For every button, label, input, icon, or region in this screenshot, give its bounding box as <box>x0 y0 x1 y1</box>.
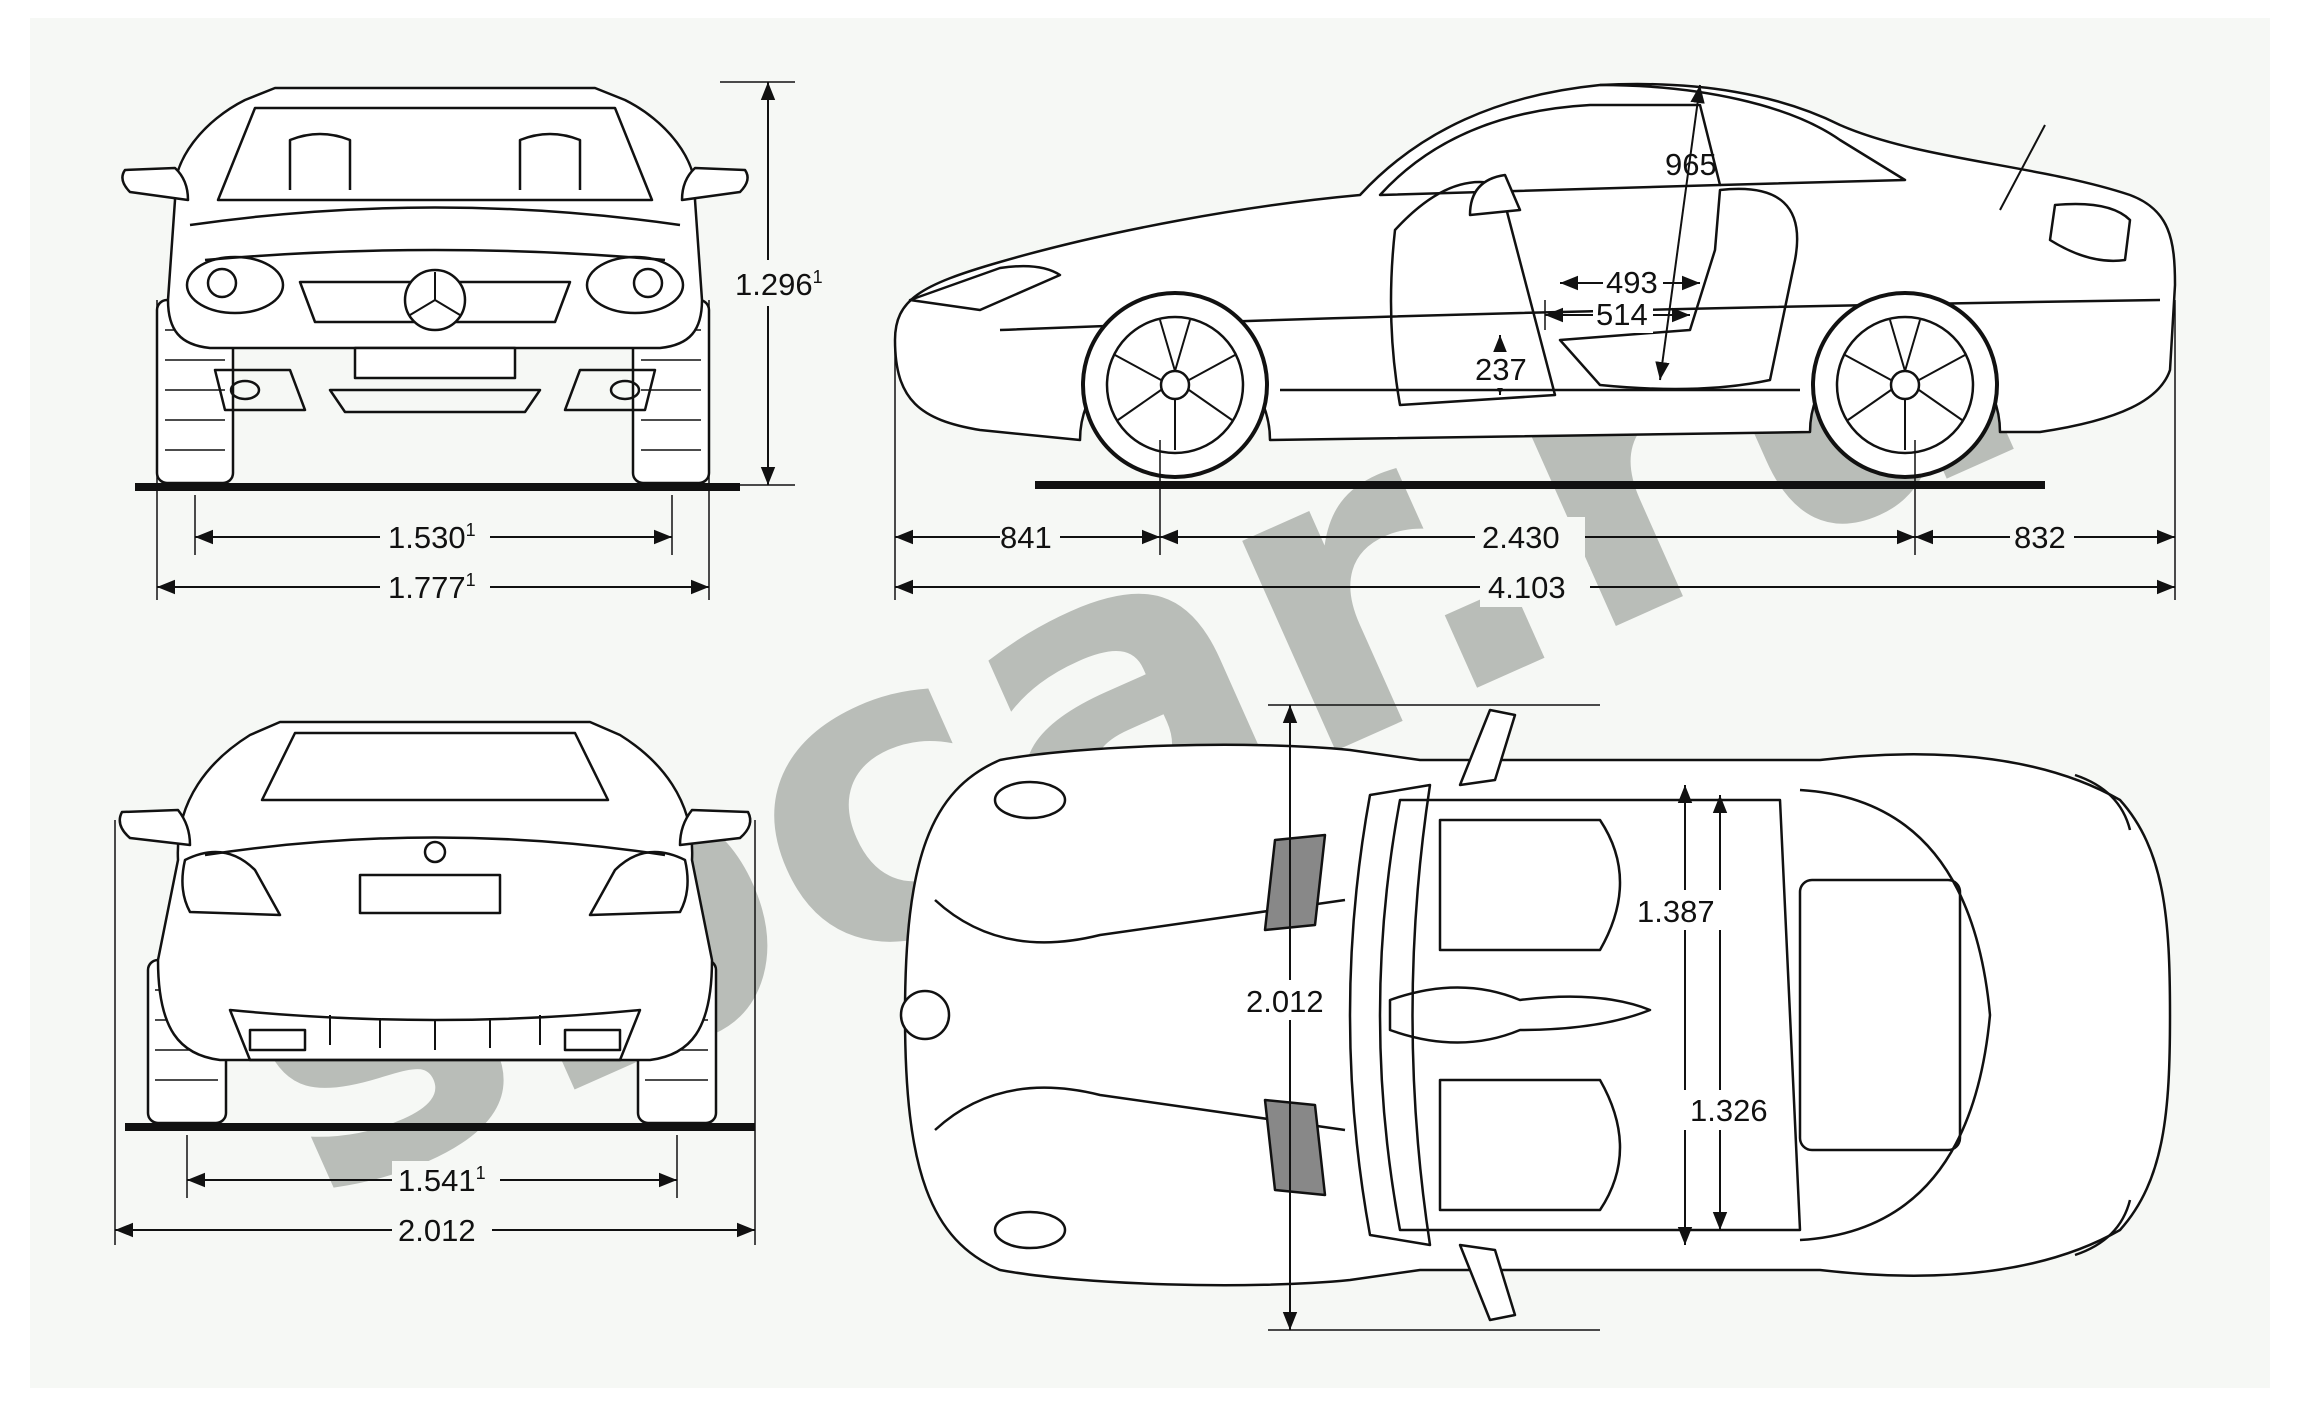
front-width-value: 1.777 <box>388 570 466 605</box>
side-door <box>1389 180 1557 407</box>
top-star-emblem <box>899 989 951 1041</box>
rear-right-taillamp <box>588 850 689 917</box>
top-front-left-lamp <box>993 780 1067 820</box>
top-trunk-panel <box>1798 878 1962 1152</box>
side-taillamp <box>2048 202 2132 262</box>
side-seat-height-label: 237 <box>1475 352 1527 387</box>
top-left-seat <box>1438 818 1622 952</box>
side-window <box>1378 103 1722 197</box>
side-length-label: 4.103 <box>1488 570 1566 605</box>
side-front-wheel <box>1081 291 1269 479</box>
front-windscreen <box>216 106 654 202</box>
front-track-label: 1.5301 <box>388 520 476 555</box>
front-bumper-intakes <box>213 368 657 414</box>
side-wheelbase-label: 2.430 <box>1482 520 1560 555</box>
front-height-label: 1.2961 <box>735 267 823 302</box>
side-seat-b-label: 514 <box>1596 297 1648 332</box>
front-right-headlamp <box>585 255 685 315</box>
side-rear-wheel <box>1811 291 1999 479</box>
top-right-mirror <box>1458 1243 1517 1322</box>
front-height-value: 1.296 <box>735 267 813 302</box>
top-interior-width-1-label: 1.387 <box>1637 894 1715 929</box>
top-rear-lamps <box>2074 773 2132 1257</box>
rear-diffuser-fins <box>329 1015 541 1050</box>
front-grille <box>298 280 572 324</box>
front-track-value: 1.530 <box>388 520 466 555</box>
top-front-right-lamp <box>993 1210 1067 1250</box>
rear-number-plate <box>358 873 502 915</box>
rear-track-note: 1 <box>476 1163 486 1183</box>
front-height-note: 1 <box>813 267 823 287</box>
front-seats <box>288 132 582 190</box>
top-body-outline <box>903 743 2172 1287</box>
rear-exhausts <box>248 1028 622 1052</box>
top-interior-width-2-label: 1.326 <box>1690 1093 1768 1128</box>
top-left-mirror <box>1458 708 1517 787</box>
rear-right-mirror <box>678 808 752 847</box>
top-view <box>899 704 2172 1331</box>
rear-trunk-line <box>204 836 666 857</box>
rear-track-label: 1.5411 <box>398 1163 486 1198</box>
front-view <box>121 81 795 600</box>
top-windscreen <box>1348 783 1432 1247</box>
rear-left-taillamp <box>181 850 282 917</box>
rear-view <box>114 720 756 1245</box>
side-view <box>893 82 2177 600</box>
front-number-plate <box>353 346 517 380</box>
front-width-note: 1 <box>466 570 476 590</box>
rear-star-emblem <box>423 840 447 864</box>
top-rear-deck <box>1799 788 1992 1242</box>
top-right-vent <box>1263 1098 1327 1197</box>
side-rear-overhang-label: 832 <box>2014 520 2066 555</box>
rear-width-label: 2.012 <box>398 1213 476 1248</box>
side-seat <box>1558 187 1799 391</box>
front-width-label: 1.7771 <box>388 570 476 605</box>
side-front-overhang-label: 841 <box>1000 520 1052 555</box>
side-antenna <box>1999 124 2046 211</box>
top-hood <box>934 898 1346 1132</box>
top-width-label: 2.012 <box>1246 984 1324 1019</box>
top-console <box>1388 986 1652 1044</box>
front-track-note: 1 <box>466 520 476 540</box>
front-left-mirror <box>121 166 190 202</box>
top-dimensions <box>1268 704 1728 1331</box>
rear-track-value: 1.541 <box>398 1163 476 1198</box>
top-left-vent <box>1263 833 1327 932</box>
front-left-headlamp <box>185 255 285 315</box>
side-roof <box>1599 83 1907 187</box>
rear-left-mirror <box>118 808 192 847</box>
side-seat-a-label: 493 <box>1606 265 1658 300</box>
side-headlamp <box>908 264 1062 312</box>
rear-window <box>260 731 610 802</box>
top-cabin <box>1378 798 1802 1232</box>
top-right-seat <box>1438 1078 1622 1212</box>
side-headroom-label: 965 <box>1665 147 1717 182</box>
side-mirror <box>1468 173 1522 217</box>
rear-diffuser <box>228 1008 642 1062</box>
front-hood-lines <box>189 206 681 262</box>
front-right-mirror <box>680 166 749 202</box>
